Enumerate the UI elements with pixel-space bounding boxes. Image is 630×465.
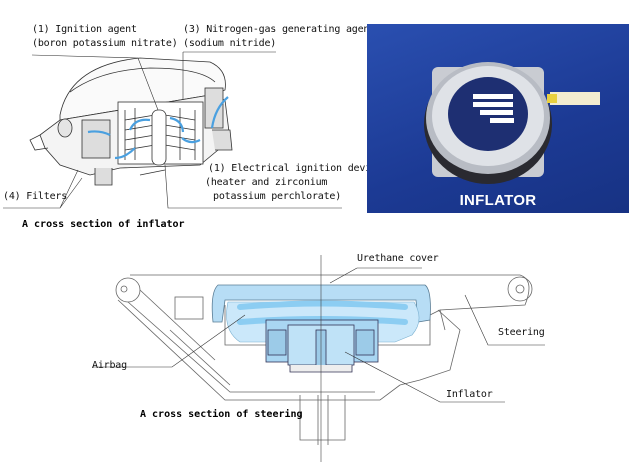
label-steering: Steering xyxy=(498,327,545,338)
label-ignition-agent: (1) Ignition agent xyxy=(32,24,137,35)
inflator-photo: INFLATOR xyxy=(367,24,629,213)
inflator-photo-image xyxy=(424,62,600,184)
label-inflator: Inflator xyxy=(446,389,493,400)
urethane-cover-shape xyxy=(211,284,431,323)
label-ignition-device: (1) Electrical ignition device xyxy=(208,163,383,174)
label-nitrogen-agent: (3) Nitrogen-gas generating agent xyxy=(183,24,376,35)
label-nitrogen-agent-compound: (sodium nitride) xyxy=(183,38,277,49)
label-airbag: Airbag xyxy=(92,360,127,371)
label-ignition-device-detail-2: potassium perchlorate) xyxy=(213,191,342,202)
label-filters: (4) Filters xyxy=(3,191,68,202)
steering-section-title: A cross section of steering xyxy=(140,409,303,420)
inflator-section-title: A cross section of inflator xyxy=(22,219,185,230)
label-ignition-agent-compound: (boron potassium nitrate) xyxy=(32,38,178,49)
photo-caption: INFLATOR xyxy=(459,192,537,209)
label-urethane-cover: Urethane cover xyxy=(357,253,439,264)
label-ignition-device-detail-1: (heater and zirconium xyxy=(205,177,328,188)
